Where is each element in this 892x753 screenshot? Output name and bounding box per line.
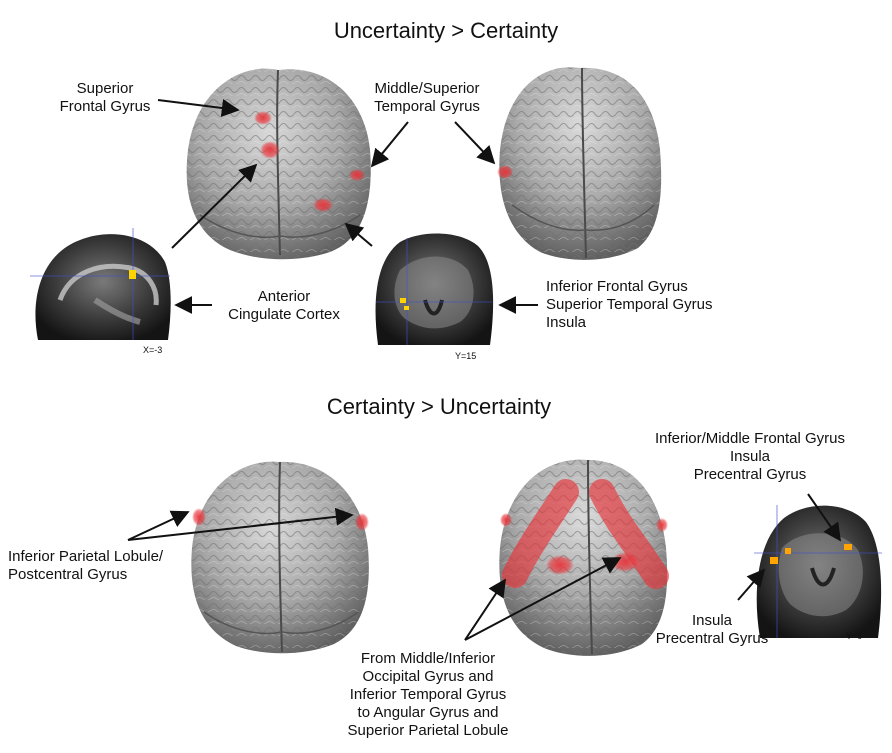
label-line: Superior Temporal Gyrus [546, 296, 713, 313]
activation-temporal-left-back [497, 165, 513, 179]
activation-frontal-right [844, 544, 852, 550]
arrow-occipital-right [464, 557, 622, 641]
activation-coronal-left-2 [404, 306, 409, 310]
label-line: to Angular Gyrus and [357, 704, 499, 721]
label-superior-frontal: Superior Frontal Gyrus [40, 80, 170, 116]
label-line: Precentral Gyrus [693, 466, 807, 483]
label-line: Inferior/Middle Frontal Gyrus [654, 430, 846, 447]
arrow-parietal-right [127, 507, 354, 541]
label-line: Postcentral Gyrus [8, 566, 128, 583]
coord-coronal-top: Y=15 [455, 351, 477, 361]
brain-front-top [186, 68, 371, 260]
label-occipital-group: From Middle/Inferior Occipital Gyrus and… [318, 650, 538, 740]
activation-lateral-left [500, 513, 512, 527]
brain-back-bottom [499, 459, 669, 656]
label-inferior-parietal: Inferior Parietal Lobule/ Postcentral Gy… [8, 548, 198, 584]
activation-insula-left [770, 557, 778, 564]
label-line: Middle/Superior [374, 80, 480, 97]
label-line: Superior [76, 80, 134, 97]
activation-parietal-left [192, 508, 206, 526]
arrow-cingulate-to-brain [171, 163, 258, 249]
mri-coronal-slice-top [375, 233, 494, 345]
label-insula-precentral: Insula Precentral Gyrus [642, 612, 782, 648]
label-anterior-cingulate: Anterior Cingulate Cortex [210, 288, 358, 324]
activation-inferior-frontal [313, 198, 333, 212]
mri-coronal-slice-bottom [754, 505, 882, 638]
arrow-parietal-left [127, 510, 190, 541]
label-line: Insula [691, 612, 733, 629]
activation-occipital-right-band [589, 479, 669, 589]
label-line: Inferior Frontal Gyrus [546, 278, 688, 295]
brain-back-top [497, 67, 662, 260]
label-line: Inferior Temporal Gyrus [349, 686, 507, 703]
label-line: Insula [729, 448, 771, 465]
activation-anterior-cingulate [129, 270, 136, 279]
label-line: Inferior Parietal Lobule/ [8, 548, 164, 565]
activation-coronal-left-1 [400, 298, 406, 303]
activation-occipital-right-core [611, 552, 639, 572]
activation-parietal-right [355, 513, 369, 531]
title-uncertainty: Uncertainty > Certainty [333, 18, 559, 43]
activation-precentral-left [785, 548, 791, 554]
arrow-inferior-frontal-brain [344, 222, 373, 247]
label-inferior-middle-frontal: Inferior/Middle Frontal Gyrus Insula Pre… [620, 430, 880, 484]
label-line: Cingulate Cortex [228, 306, 340, 323]
arrow-frontal-right-slice [807, 493, 842, 542]
label-inferior-frontal-group: Inferior Frontal Gyrus Superior Temporal… [546, 278, 766, 332]
activation-occipital-left-core [546, 555, 574, 575]
activation-lateral-right [656, 518, 668, 532]
arrow-temporal-back [454, 121, 496, 165]
arrow-temporal-front [370, 121, 409, 168]
arrow-superior-frontal [157, 99, 240, 117]
label-line: Superior Parietal Lobule [347, 722, 509, 739]
label-line: Anterior [257, 288, 311, 305]
label-middle-superior-temporal: Middle/Superior Temporal Gyrus [352, 80, 502, 116]
activation-occipital-left-band [502, 479, 579, 588]
activation-superior-frontal [254, 111, 272, 125]
coord-sagittal: X=-3 [143, 345, 163, 355]
label-line: Precentral Gyrus [655, 630, 769, 647]
label-line: Frontal Gyrus [59, 98, 151, 115]
brain-front-bottom [191, 461, 369, 654]
title-certainty: Certainty > Uncertainty [326, 394, 552, 419]
coord-coronal-bottom: Y=0 [846, 631, 863, 641]
label-line: Occipital Gyrus and [362, 668, 494, 685]
label-line: Insula [546, 314, 587, 331]
label-line: From Middle/Inferior [360, 650, 496, 667]
activation-temporal-right [349, 169, 365, 181]
mri-sagittal-slice [30, 228, 171, 340]
arrow-occipital-left [464, 578, 506, 641]
arrow-insula-slice [737, 568, 766, 601]
label-line: Temporal Gyrus [374, 98, 480, 115]
activation-frontal-medial [260, 141, 280, 159]
